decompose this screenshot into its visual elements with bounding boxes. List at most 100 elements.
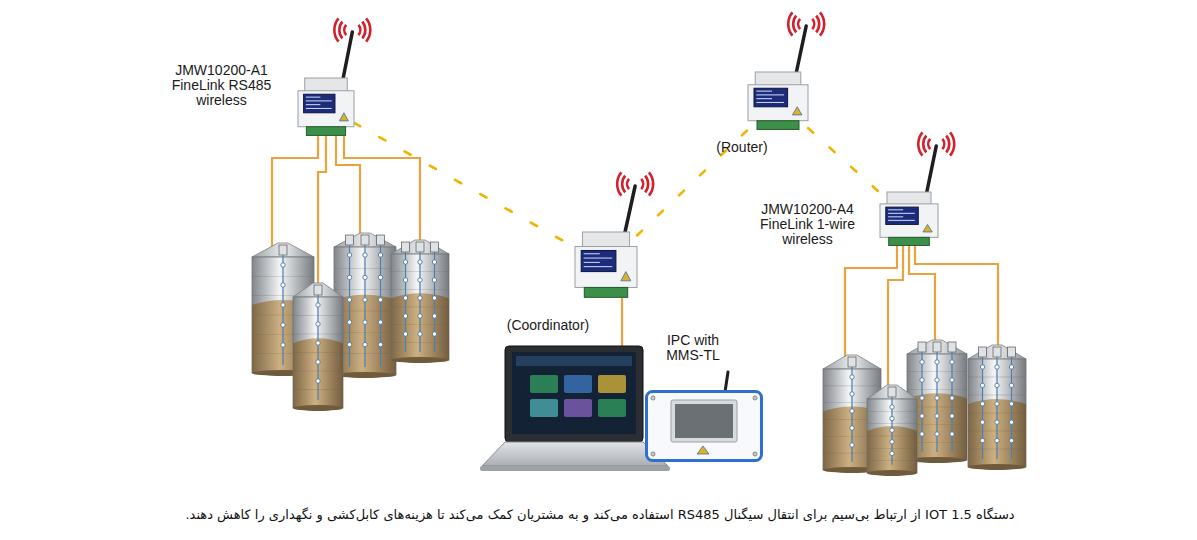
sensor-point: [935, 432, 939, 436]
terminal-block: [757, 121, 799, 130]
silo-roof: [968, 345, 1026, 359]
module-logo: [339, 113, 348, 121]
sensor-point: [995, 420, 999, 424]
sensor-point: [950, 396, 954, 400]
sensor-point: [403, 278, 407, 282]
sensor-point: [995, 438, 999, 442]
sensor-cable: [1011, 357, 1012, 459]
sensor-point: [935, 414, 939, 418]
sensor-box: [431, 242, 439, 252]
sensor-point: [850, 426, 854, 430]
sensor-point: [980, 420, 984, 424]
module-outline: [298, 78, 354, 136]
sensor-point: [980, 365, 984, 369]
module-screen: [581, 250, 616, 271]
screen-line: [888, 220, 915, 221]
sensor-point: [920, 396, 924, 400]
sensor-cable: [851, 367, 852, 462]
screen-line: [306, 97, 321, 98]
screen-line: [306, 108, 332, 109]
sensor-point: [418, 278, 422, 282]
node-label: JMW10200-A1 FineLink RS485 wireless: [164, 63, 279, 108]
sensor-point: [950, 360, 954, 364]
radio-wave: [622, 176, 625, 193]
dashboard-tile: [530, 399, 558, 417]
sensor-cable: [936, 352, 937, 452]
node-label: JMW10200-A4 FineLink 1-wire wireless: [750, 202, 865, 247]
sensor-point: [363, 275, 367, 279]
sensor-cable: [282, 255, 283, 365]
sensor-point: [1009, 383, 1013, 387]
sensor-point: [890, 416, 894, 420]
sensor-cable: [921, 352, 922, 452]
radio-wave: [641, 179, 643, 189]
terminal-block: [889, 237, 930, 245]
ipc-outline: [645, 390, 763, 462]
sensor-point: [316, 303, 320, 307]
sensor-point: [1009, 365, 1013, 369]
sensor-point: [850, 443, 854, 447]
sensor-point: [347, 253, 351, 257]
sensor-point: [950, 432, 954, 436]
sensor-point: [403, 260, 407, 264]
sensor-cable: [364, 245, 365, 367]
wireless-module: JMW10200-A4 FineLink 1-wire wireless: [880, 192, 938, 246]
radio-wave: [798, 19, 800, 29]
sensor-box: [848, 357, 856, 367]
antenna: [725, 372, 728, 392]
sensor-point: [347, 320, 351, 324]
dashboard-tile: [530, 375, 558, 393]
cable: [272, 136, 318, 250]
radio-wave: [788, 12, 792, 35]
sensor-point: [1009, 420, 1013, 424]
module-logo: [923, 224, 932, 232]
radio-wave: [649, 172, 653, 195]
sensor-point: [378, 253, 382, 257]
cable: [909, 246, 935, 347]
radio-wave: [812, 19, 814, 29]
sensor-point: [890, 428, 894, 432]
sensor-point: [418, 332, 422, 336]
sensor-point: [980, 383, 984, 387]
sensor-point: [403, 296, 407, 300]
sensor-point: [347, 298, 351, 302]
sensor-box: [361, 235, 369, 245]
screen-line: [584, 258, 613, 259]
screw: [753, 396, 757, 400]
screen-line: [756, 94, 784, 95]
silo-roof: [334, 233, 396, 247]
radio-wave: [362, 22, 365, 39]
screen-line: [306, 100, 332, 101]
sensor-cable: [419, 252, 420, 352]
sensor-point: [363, 298, 367, 302]
screen-line: [584, 266, 613, 267]
radio-wave: [918, 132, 922, 155]
dashboard-tile: [598, 399, 626, 417]
antenna: [796, 26, 806, 74]
screen-line: [306, 104, 321, 105]
radio-wave: [928, 139, 930, 149]
sensor-point: [920, 360, 924, 364]
grain-silo: [391, 240, 449, 363]
sensor-point: [935, 360, 939, 364]
caption: دستگاه IOT 1.5 از ارتباط بی‌سیم برای انت…: [60, 507, 1140, 522]
sensor-point: [432, 332, 436, 336]
sensor-box: [402, 242, 410, 252]
sensor-box: [888, 387, 896, 397]
dashboard-tile: [564, 399, 592, 417]
sensor-point: [378, 342, 382, 346]
cable: [336, 136, 360, 240]
silo-roof: [293, 283, 343, 297]
sensor-box: [416, 242, 424, 252]
module-outline: [748, 72, 808, 130]
sensor-cable: [380, 245, 381, 367]
wireless-module: JMW10200-A1 FineLink RS485 wireless: [298, 78, 354, 136]
sensor-point: [378, 298, 382, 302]
sensor-point: [347, 342, 351, 346]
sensor-point: [432, 314, 436, 318]
sensor-box: [377, 235, 385, 245]
radio-wave: [617, 172, 621, 195]
sensor-point: [850, 392, 854, 396]
screw: [651, 452, 655, 456]
